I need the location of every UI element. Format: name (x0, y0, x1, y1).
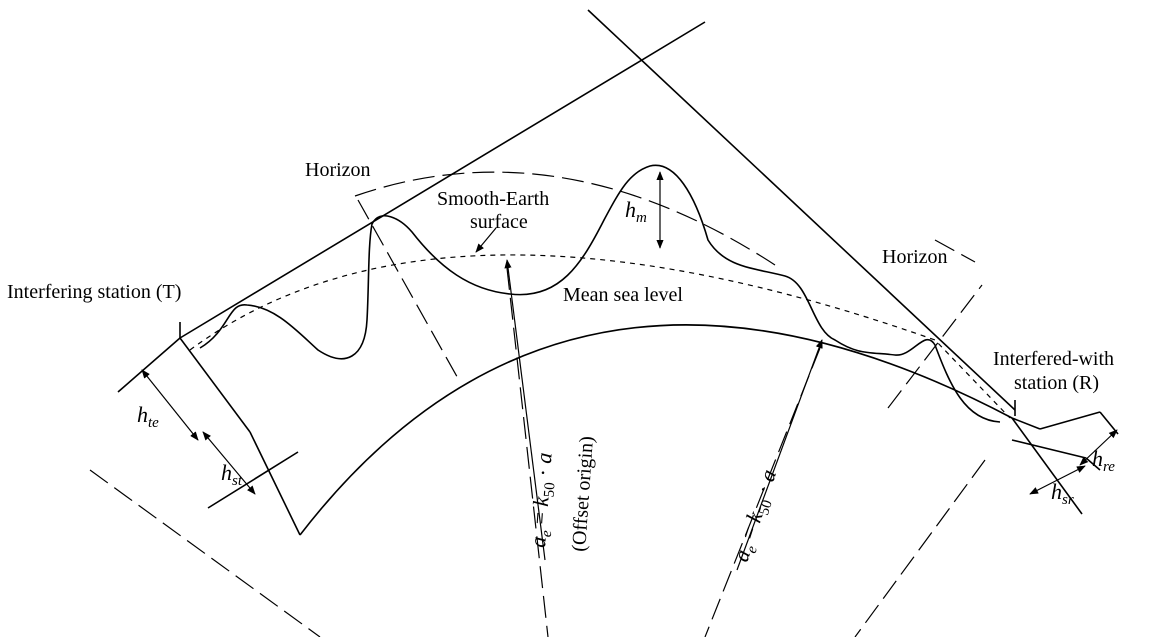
tx-height-frame-left (117, 337, 181, 393)
hsr-arrow (1029, 465, 1086, 495)
smooth-earth-pointer (475, 227, 497, 253)
smooth-earth-label-line2: surface (470, 211, 528, 233)
rx-antenna-line (1039, 411, 1101, 430)
horizon-right-arc-end (934, 239, 976, 263)
rx-antenna-tick (1099, 411, 1119, 435)
interfering-station-label: Interfering station (T) (7, 281, 181, 303)
horizon-left-normal (357, 199, 461, 383)
horizon-right-label: Horizon (882, 246, 948, 268)
smooth-earth-label-line1: Smooth-Earth (437, 188, 549, 210)
hm-symbol: hm (625, 197, 647, 226)
radius-mid-left-dashed (506, 267, 549, 637)
radius-formula-left: ae = k50 · a (525, 452, 561, 549)
tx-msl-perpendicular (249, 431, 301, 536)
interfered-station-label-line2: station (R) (1014, 372, 1099, 394)
radius-formula-right: ae = k50 · a (728, 466, 785, 565)
hre-symbol: hre (1092, 446, 1115, 475)
radius-left-dashed (89, 469, 321, 637)
hst-arrow (202, 431, 256, 495)
terrain-peak-dashed-arc (354, 171, 776, 266)
hst-symbol: hst (221, 460, 243, 489)
rx-sea-level-line (1011, 439, 1087, 459)
horizon-left-label: Horizon (305, 159, 371, 181)
rx-ground-line (1011, 417, 1041, 430)
tx-horizon-ray (179, 21, 706, 339)
interfered-station-label-line1: Interfered-with (993, 348, 1114, 370)
hre-arrow (1079, 429, 1118, 466)
mean-sea-level-label: Mean sea level (563, 284, 683, 306)
rx-horizon-ray (587, 9, 1016, 411)
hsr-symbol: hsr (1051, 479, 1074, 508)
smooth-earth-surface-curve (189, 254, 1011, 419)
hte-arrow (141, 369, 199, 441)
mean-sea-level-arc (299, 324, 1013, 536)
radius-right-dashed (854, 459, 986, 637)
radius-arrow-msl (736, 339, 823, 571)
radius-arrow-smooth-earth (504, 259, 546, 561)
tx-ground-perpendicular (179, 337, 251, 433)
offset-origin-label: (Offset origin) (568, 435, 598, 552)
horizon-right-normal (887, 284, 983, 409)
terrain-profile (199, 164, 1001, 423)
hte-symbol: hte (137, 402, 159, 431)
